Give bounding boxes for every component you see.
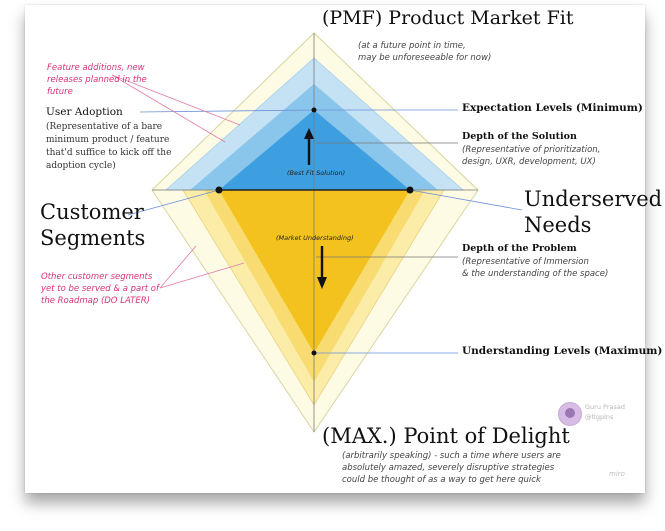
user-adoption-title: User Adoption [46, 106, 123, 118]
pmf-note: (at a future point in time, may be unfor… [358, 41, 492, 63]
dot-left [215, 186, 223, 194]
pmf-title: (PMF) Product Market Fit [322, 7, 574, 29]
author-avatar [558, 402, 582, 426]
yellow-layer-core [219, 190, 410, 353]
delight-desc: (arbitrarily speaking) - such a time whe… [342, 451, 561, 485]
pink-connector-1 [111, 74, 241, 126]
arrow-down-head [317, 277, 327, 289]
underserved-needs-label: Underserved Needs [524, 187, 663, 237]
pink-connector-4 [159, 262, 245, 289]
best-fit-label: (Best Fit Solution) [287, 169, 346, 177]
understanding-levels-label: Understanding Levels (Maximum) [462, 345, 663, 357]
other-segments-note: Other customer segments yet to be served… [41, 272, 159, 306]
author-handle: @ltgplns [585, 413, 614, 421]
author-name: Guru Prasad [585, 403, 625, 411]
dot-right [406, 186, 414, 194]
depth-solution-title: Depth of the Solution [462, 131, 577, 142]
dot-bottom [311, 350, 317, 356]
dot-top [311, 107, 317, 113]
expectation-levels-label: Expectation Levels (Minimum) [462, 102, 643, 114]
pink-connector-3 [159, 245, 197, 289]
pink-connector-2 [111, 74, 226, 143]
blue-layer-core [219, 110, 410, 190]
market-understanding-label: (Market Understanding) [276, 234, 354, 242]
depth-problem-title: Depth of the Problem [462, 243, 577, 254]
depth-problem-desc: (Representative of Immersion & the under… [462, 257, 609, 279]
customer-segments-label: Customer Segments [40, 200, 146, 250]
connector-underserved [409, 189, 523, 211]
arrow-up-head [304, 128, 314, 139]
connector-user-adoption [139, 109, 315, 113]
feature-additions-note: Feature additions, new releases planned … [47, 63, 147, 97]
miro-watermark: miro [609, 470, 625, 478]
user-adoption-desc: (Representative of a bare minimum produc… [46, 122, 172, 171]
delight-title: (MAX.) Point of Delight [322, 424, 570, 448]
depth-solution-desc: (Representative of prioritization, desig… [462, 145, 601, 167]
connector-customer-segments [127, 189, 220, 216]
